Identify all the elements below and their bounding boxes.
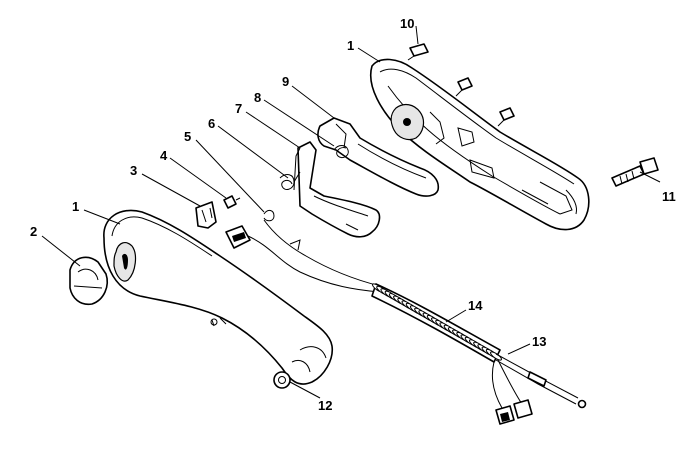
switch-plate-3 — [195, 201, 217, 229]
screw-11 — [611, 157, 659, 187]
callout-6: 6 — [208, 116, 215, 131]
safety-lever — [293, 141, 381, 238]
handle-half-right — [369, 58, 590, 231]
wire-connectors — [491, 359, 533, 425]
callout-13: 13 — [532, 334, 546, 349]
switch-block — [225, 225, 251, 249]
callout-1-left: 1 — [72, 199, 79, 214]
callout-12: 12 — [318, 398, 332, 413]
callout-14: 14 — [468, 298, 483, 313]
handle-half-left — [103, 209, 334, 385]
throttle-cable-13 — [495, 353, 587, 409]
spring-8 — [333, 145, 349, 159]
screw-right-handle-b — [497, 107, 515, 127]
spring-6 — [279, 171, 301, 190]
callout-9: 9 — [282, 74, 289, 89]
callout-5: 5 — [184, 129, 191, 144]
callout-2: 2 — [30, 224, 37, 239]
corrugated-tube-14 — [371, 283, 502, 363]
callout-8: 8 — [254, 90, 261, 105]
contact-screw-4 — [223, 195, 241, 209]
leader-lines — [41, 25, 661, 399]
knob-2 — [69, 256, 108, 306]
callout-7: 7 — [235, 101, 242, 116]
screw-10 — [407, 43, 429, 61]
callout-4: 4 — [160, 148, 168, 163]
callout-3: 3 — [130, 163, 137, 178]
throttle-lever — [317, 117, 440, 197]
spring-5 — [263, 209, 275, 222]
screw-right-handle-a — [455, 77, 473, 97]
callout-1-right: 1 — [347, 38, 354, 53]
callout-10: 10 — [400, 16, 414, 31]
nut-12 — [273, 371, 291, 389]
callout-11: 11 — [662, 189, 676, 204]
wiring — [247, 219, 381, 293]
